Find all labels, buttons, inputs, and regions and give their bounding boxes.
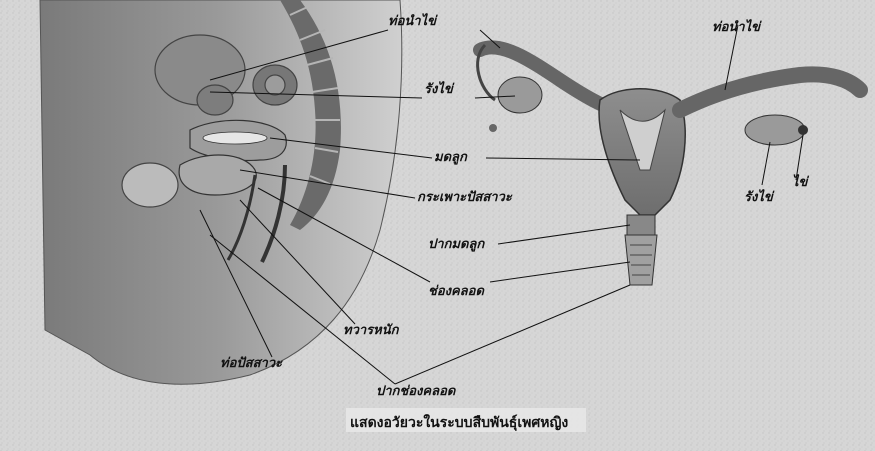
label-cervix: ปากมดลูก (428, 237, 484, 253)
uterus-cavity (203, 132, 267, 144)
cervix (627, 215, 655, 235)
label-urethra: ท่อปัสสาวะ (220, 356, 282, 372)
label-vaginal-opening: ปากช่องคลอด (376, 384, 455, 400)
label-vagina: ช่องคลอด (428, 284, 484, 300)
left-ovary (498, 77, 542, 113)
right-ovary (745, 115, 805, 145)
label-anus: ทวารหนัก (343, 323, 398, 339)
label-egg: ไข่ (792, 175, 807, 191)
label-fallopian-tube-right: ท่อนำไข่ (712, 20, 760, 36)
label-bladder: กระเพาะปัสสาวะ (417, 190, 512, 206)
egg-dot (798, 125, 808, 135)
label-uterus: มดลูก (434, 150, 467, 166)
figure-caption: แสดงอวัยวะในระบบสืบพันธุ์เพศหญิง (350, 412, 568, 434)
pubic-bone (122, 163, 178, 207)
label-ovary-right: รังไข่ (744, 190, 773, 206)
bladder-shape (179, 155, 256, 195)
label-ovary-left: รังไข่ (424, 82, 453, 98)
released-egg-left (489, 124, 497, 132)
vaginal-tube (625, 235, 657, 285)
label-fallopian-tube-left: ท่อนำไข่ (388, 14, 436, 30)
